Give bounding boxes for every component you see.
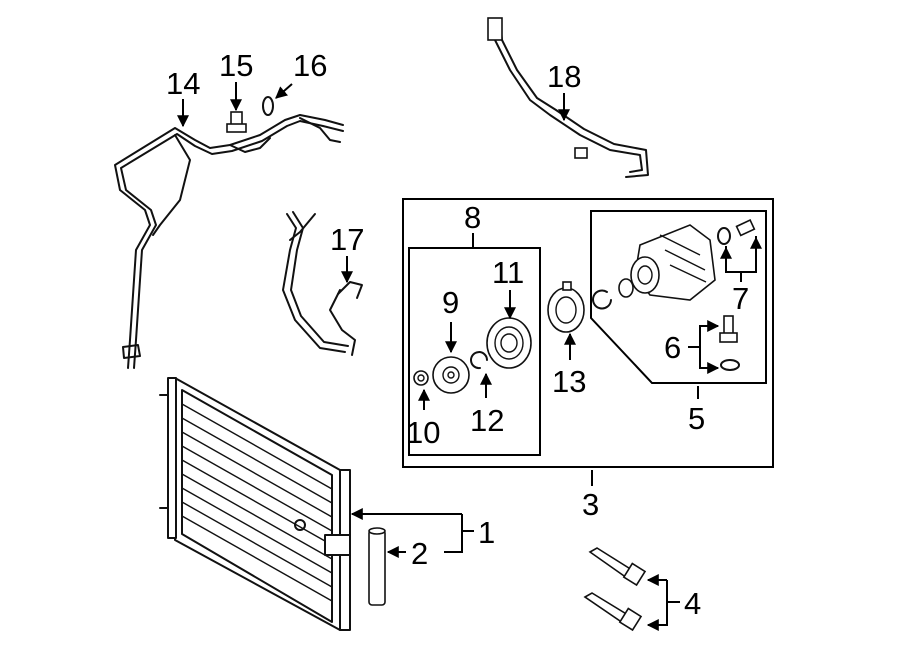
callout-9: 9 (442, 285, 459, 320)
callout-11: 11 (492, 255, 524, 290)
compressor-kit-box (402, 198, 774, 468)
mounting-bolts-part-4 (583, 547, 647, 632)
callout-8: 8 (464, 200, 481, 235)
o-ring-part-16 (262, 96, 274, 116)
leader-lines (177, 82, 762, 631)
nut-part-10 (413, 370, 429, 386)
callout-18: 18 (547, 59, 581, 94)
callout-14: 14 (166, 66, 200, 101)
clutch-hub-part-9 (432, 356, 470, 394)
compressor-assembly-box (590, 210, 767, 384)
hose-part-17 (282, 211, 363, 356)
condenser-part-1 (159, 377, 351, 631)
bolt-part-15 (226, 111, 247, 133)
callout-17: 17 (330, 222, 364, 257)
receiver-drier-part-2 (368, 527, 386, 606)
callout-13: 13 (552, 364, 586, 399)
callout-15: 15 (219, 48, 253, 83)
callout-6: 6 (664, 330, 681, 365)
callout-7: 7 (732, 281, 749, 316)
callout-2: 2 (411, 536, 428, 571)
clutch-kit-box (408, 247, 541, 456)
callout-3: 3 (582, 487, 599, 522)
callout-4: 4 (684, 586, 701, 621)
callout-5: 5 (688, 401, 705, 436)
pulley-part-11 (486, 317, 532, 369)
snap-ring-part-12 (470, 351, 488, 370)
callout-12: 12 (470, 403, 504, 438)
coil-part-13 (547, 281, 585, 333)
liquid-line-part-14 (114, 114, 344, 369)
suction-line-part-18 (487, 17, 649, 178)
callout-10: 10 (406, 415, 440, 450)
callout-1: 1 (478, 515, 495, 550)
callout-16: 16 (293, 48, 327, 83)
compressor-part-5 (592, 219, 756, 371)
